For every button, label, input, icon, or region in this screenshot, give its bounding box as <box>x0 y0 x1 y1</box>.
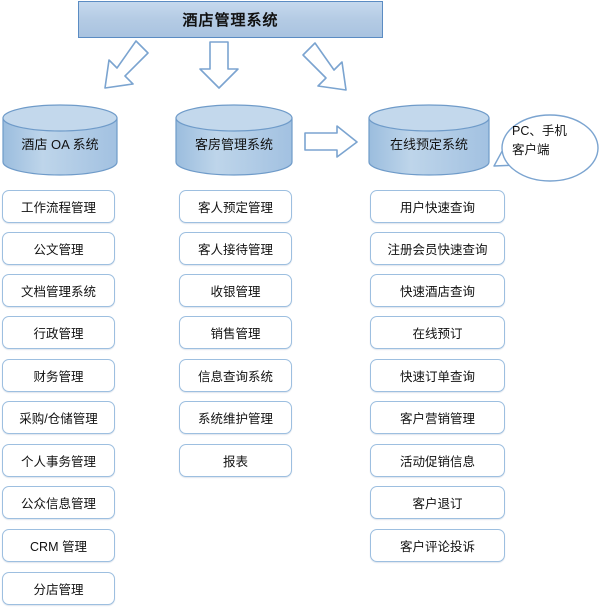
list-item[interactable]: 信息查询系统 <box>179 359 292 392</box>
list-item[interactable]: 销售管理 <box>179 316 292 349</box>
cylinder-shape-icon <box>175 104 293 176</box>
arrow-down-icon <box>199 41 239 89</box>
list-item[interactable]: 个人事务管理 <box>2 444 115 477</box>
list-item[interactable]: 公文管理 <box>2 232 115 265</box>
cylinder-label-room: 客房管理系统 <box>194 136 273 152</box>
list-item[interactable]: 快速酒店查询 <box>370 274 505 307</box>
system-title-banner: 酒店管理系统 <box>78 1 383 38</box>
list-item[interactable]: 报表 <box>179 444 292 477</box>
callout-line-1: PC、手机 <box>512 124 567 138</box>
list-item[interactable]: 客人预定管理 <box>179 190 292 223</box>
list-item[interactable]: 在线预订 <box>370 316 505 349</box>
list-item[interactable]: 财务管理 <box>2 359 115 392</box>
list-item[interactable]: 客户评论投诉 <box>370 529 505 562</box>
list-item[interactable]: 文档管理系统 <box>2 274 115 307</box>
list-item[interactable]: 活动促销信息 <box>370 444 505 477</box>
list-item[interactable]: 分店管理 <box>2 572 115 605</box>
arrow-down-left-icon <box>104 40 149 89</box>
cylinder-oa-system: 酒店 OA 系统 <box>2 104 118 176</box>
list-item[interactable]: 行政管理 <box>2 316 115 349</box>
cylinder-label-oa: 酒店 OA 系统 <box>21 136 99 152</box>
callout-text: PC、手机 客户端 <box>512 122 600 160</box>
cylinder-label-booking: 在线预定系统 <box>389 136 468 152</box>
list-item[interactable]: 注册会员快速查询 <box>370 232 505 265</box>
list-item[interactable]: 工作流程管理 <box>2 190 115 223</box>
list-item[interactable]: CRM 管理 <box>2 529 115 562</box>
arrow-down-right-icon <box>302 42 347 91</box>
list-item[interactable]: 客户营销管理 <box>370 401 505 434</box>
page-title: 酒店管理系统 <box>182 12 279 29</box>
list-item[interactable]: 客人接待管理 <box>179 232 292 265</box>
callout-line-2: 客户端 <box>512 143 550 157</box>
list-item[interactable]: 系统维护管理 <box>179 401 292 434</box>
list-item[interactable]: 快速订单查询 <box>370 359 505 392</box>
client-platform-callout: PC、手机 客户端 <box>492 108 601 188</box>
list-item[interactable]: 采购/仓储管理 <box>2 401 115 434</box>
list-item[interactable]: 用户快速查询 <box>370 190 505 223</box>
cylinder-room-system: 客房管理系统 <box>175 104 293 176</box>
cylinder-shape-icon <box>2 104 118 176</box>
speech-bubble-icon <box>493 114 599 182</box>
arrow-right-icon <box>304 125 358 158</box>
list-item[interactable]: 客户退订 <box>370 486 505 519</box>
cylinder-shape-icon <box>368 104 490 176</box>
list-item[interactable]: 收银管理 <box>179 274 292 307</box>
cylinder-booking-system: 在线预定系统 <box>368 104 490 176</box>
list-item[interactable]: 公众信息管理 <box>2 486 115 519</box>
